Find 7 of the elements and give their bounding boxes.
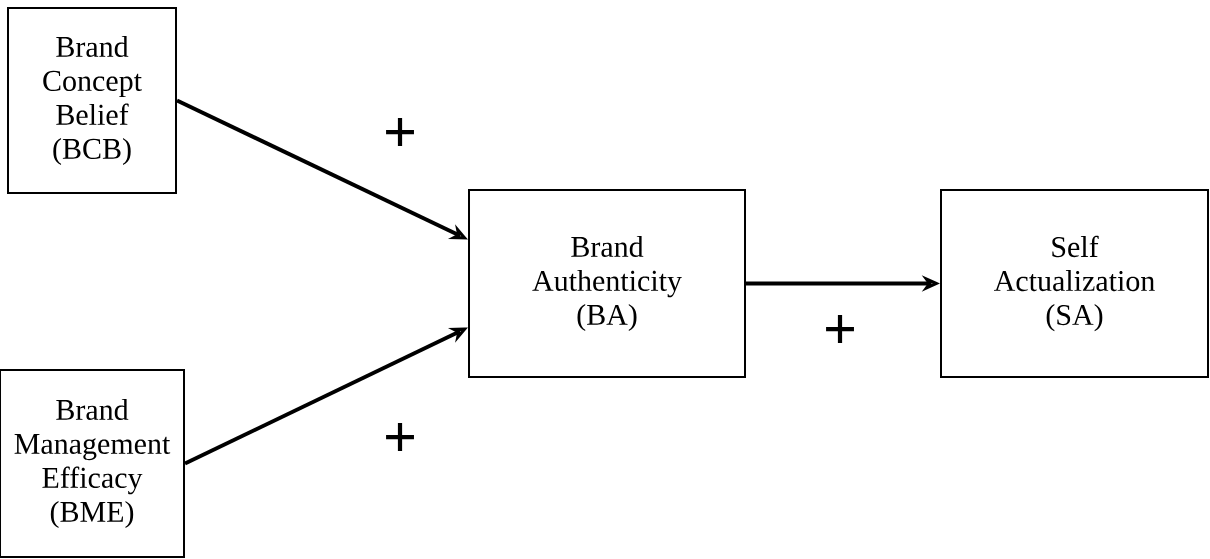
edge-label: + xyxy=(386,423,414,451)
concept-box: Brand Authenticity (BA) xyxy=(468,189,746,378)
edge-label: + xyxy=(386,118,414,146)
concept-box: Brand Management Efficacy (BME) xyxy=(0,369,185,558)
concept-box: Self Actualization (SA) xyxy=(940,189,1209,378)
edge-label: + xyxy=(826,315,854,343)
concept-box: Brand Concept Belief (BCB) xyxy=(7,7,177,194)
